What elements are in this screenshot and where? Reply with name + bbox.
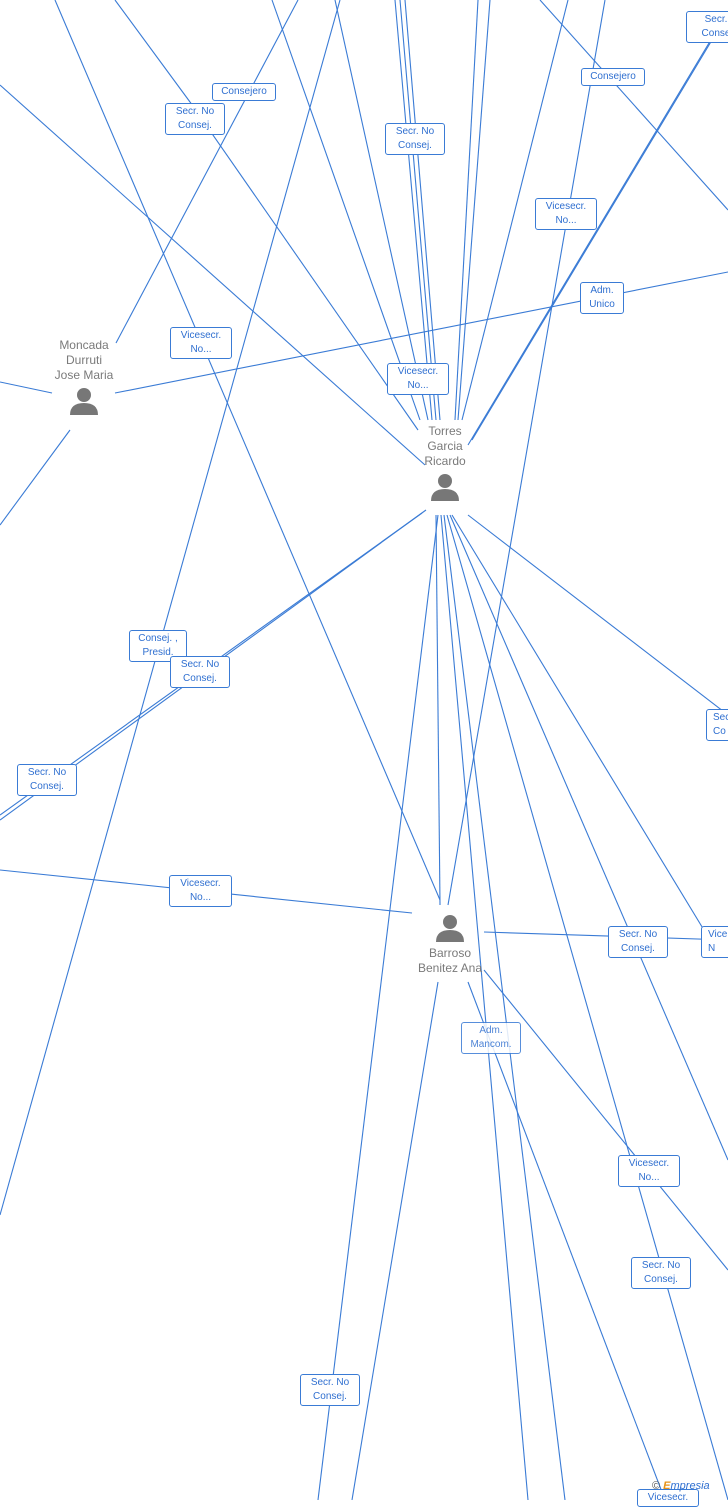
role-label[interactable]: Secr. No Consej.: [300, 1374, 360, 1406]
person-node-moncada[interactable]: Moncada Durruti Jose Maria: [29, 338, 139, 419]
edge: [114, 271, 728, 394]
edge: [317, 514, 439, 1500]
person-name: Moncada Durruti Jose Maria: [54, 338, 114, 382]
role-label[interactable]: Vicesecr. No...: [535, 198, 597, 230]
role-label[interactable]: Consejero: [212, 83, 276, 101]
role-label[interactable]: Vicesecr. No...: [169, 875, 232, 907]
edge: [399, 0, 437, 421]
edge: [114, 0, 191, 103]
role-label[interactable]: Adm. Unico: [580, 282, 624, 314]
person-icon: [390, 472, 500, 502]
role-label[interactable]: Secr. No Consej.: [385, 123, 445, 155]
edge: [446, 514, 728, 1500]
edge: [471, 34, 716, 441]
role-label[interactable]: Vicesecr. No...: [387, 363, 449, 395]
edge: [449, 514, 728, 1161]
edge: [539, 0, 728, 211]
role-label[interactable]: Secr. Conse: [686, 11, 728, 43]
role-label[interactable]: Secr. No Consej.: [17, 764, 77, 796]
edge: [271, 0, 421, 421]
brand-watermark: © Empresia: [652, 1480, 710, 1492]
edge: [115, 0, 299, 344]
role-label[interactable]: Secr. No Consej.: [170, 656, 230, 688]
edge: [435, 514, 441, 906]
edge: [451, 514, 711, 941]
edge: [447, 0, 606, 906]
role-label[interactable]: Adm. Mancom.: [461, 1022, 521, 1054]
person-name: Barroso Benitez Ana: [417, 946, 483, 975]
person-name: Torres Garcia Ricardo: [424, 424, 466, 468]
edge: [0, 0, 341, 1216]
person-icon: [29, 386, 139, 416]
edge: [0, 84, 426, 466]
edge: [443, 514, 566, 1500]
edge: [483, 969, 728, 1271]
edge: [440, 514, 529, 1500]
role-label[interactable]: Vicesecr. No...: [618, 1155, 680, 1187]
person-node-barroso[interactable]: Barroso Benitez Ana: [395, 910, 505, 976]
role-label[interactable]: Secr. No Consej.: [631, 1257, 691, 1289]
role-label[interactable]: Vice N: [701, 926, 728, 958]
edge: [394, 0, 433, 421]
edge: [189, 101, 419, 431]
role-label[interactable]: Secr. Co: [706, 709, 728, 741]
person-node-torres[interactable]: Torres Garcia Ricardo: [390, 424, 500, 505]
edge: [483, 931, 728, 941]
edge: [467, 37, 713, 446]
edge: [404, 0, 441, 421]
edge: [0, 381, 53, 394]
edge: [54, 0, 441, 901]
edge: [351, 981, 439, 1500]
role-label[interactable]: Secr. No Consej.: [165, 103, 225, 135]
edge: [0, 429, 71, 526]
role-label[interactable]: Consejero: [581, 68, 645, 86]
edge: [334, 0, 429, 421]
edge: [467, 981, 666, 1500]
role-label[interactable]: Secr. No Consej.: [608, 926, 668, 958]
edge: [454, 0, 479, 421]
edge: [457, 0, 491, 421]
edge: [461, 0, 569, 421]
person-icon: [395, 913, 505, 943]
role-label[interactable]: Vicesecr. No...: [170, 327, 232, 359]
edge: [467, 514, 728, 716]
